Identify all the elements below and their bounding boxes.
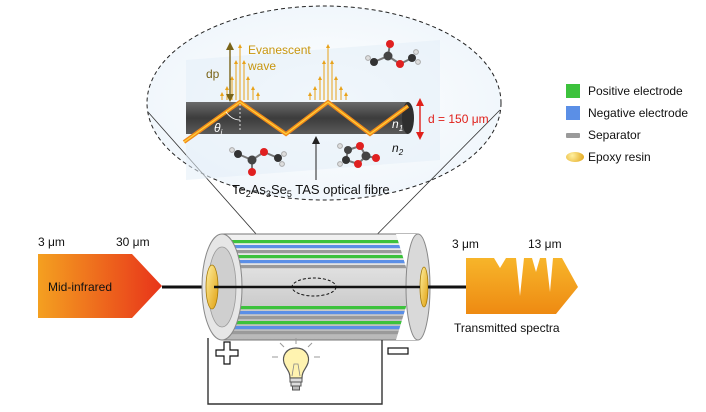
legend-item-negative-electrode: Negative electrode bbox=[566, 102, 702, 124]
legend-label: Positive electrode bbox=[588, 84, 683, 98]
electrode-layers bbox=[232, 240, 408, 335]
input-end-label: 30 μm bbox=[116, 235, 150, 249]
input-label: Mid-infrared bbox=[48, 280, 112, 294]
fibre-pointer-head bbox=[312, 136, 320, 144]
legend-item-positive-electrode: Positive electrode bbox=[566, 80, 702, 102]
diameter-arrow bbox=[416, 98, 424, 140]
legend-label: Negative electrode bbox=[588, 106, 689, 120]
legend: Positive electrode Negative electrode Se… bbox=[566, 80, 702, 168]
positive-terminal-icon bbox=[215, 341, 239, 365]
legend-item-separator: Separator bbox=[566, 124, 702, 146]
zoom-target-ellipse bbox=[291, 277, 337, 297]
dp-arrow bbox=[226, 42, 234, 102]
legend-swatch bbox=[566, 132, 580, 138]
output-end-label: 13 μm bbox=[528, 237, 562, 251]
dp-label: dp bbox=[206, 67, 220, 81]
n1-label: n1 bbox=[392, 117, 403, 133]
diameter-label: d = 150 μm bbox=[428, 112, 489, 126]
battery-cell bbox=[201, 233, 431, 341]
legend-label: Epoxy resin bbox=[588, 150, 651, 164]
transmitted-spectra-output: 3 μm 13 μm Transmitted spectra bbox=[452, 237, 578, 335]
angle-arc bbox=[225, 111, 241, 121]
circuit-wire bbox=[207, 338, 383, 405]
mid-infrared-arrow bbox=[38, 254, 162, 318]
negative-terminal-icon bbox=[387, 347, 409, 355]
evanescent-label-line2: wave bbox=[247, 59, 276, 73]
legend-swatch bbox=[566, 152, 584, 162]
epoxy-seal-right bbox=[419, 266, 429, 308]
input-start-label: 3 μm bbox=[38, 235, 65, 249]
output-start-label: 3 μm bbox=[452, 237, 479, 251]
legend-item-epoxy-resin: Epoxy resin bbox=[566, 146, 702, 168]
molecule-bottom-right bbox=[337, 142, 380, 168]
legend-label: Separator bbox=[588, 128, 641, 142]
external-circuit bbox=[207, 338, 409, 405]
n2-label: n2 bbox=[392, 141, 404, 157]
molecule-top-right bbox=[365, 40, 421, 68]
output-label: Transmitted spectra bbox=[454, 321, 560, 335]
molecule-bottom-left bbox=[229, 147, 287, 176]
mid-infrared-input: 3 μm 30 μm Mid-infrared bbox=[38, 235, 162, 318]
light-bulb-icon bbox=[272, 338, 320, 391]
fibre-label: Te2As3Se5 TAS optical fibre bbox=[232, 182, 390, 199]
legend-swatch bbox=[566, 106, 580, 120]
zoom-inset: dp Evanescent wave θi n1 n2 d = 150 μm T… bbox=[146, 5, 502, 283]
legend-swatch bbox=[566, 84, 580, 98]
reflected-ray-highlight bbox=[183, 101, 409, 143]
evanescent-wave-spikes bbox=[220, 44, 348, 100]
evanescent-label-line1: Evanescent bbox=[248, 43, 311, 57]
transmitted-spectrum-arrow bbox=[466, 258, 578, 314]
fibre-core bbox=[186, 102, 408, 134]
theta-label: θi bbox=[214, 121, 223, 137]
